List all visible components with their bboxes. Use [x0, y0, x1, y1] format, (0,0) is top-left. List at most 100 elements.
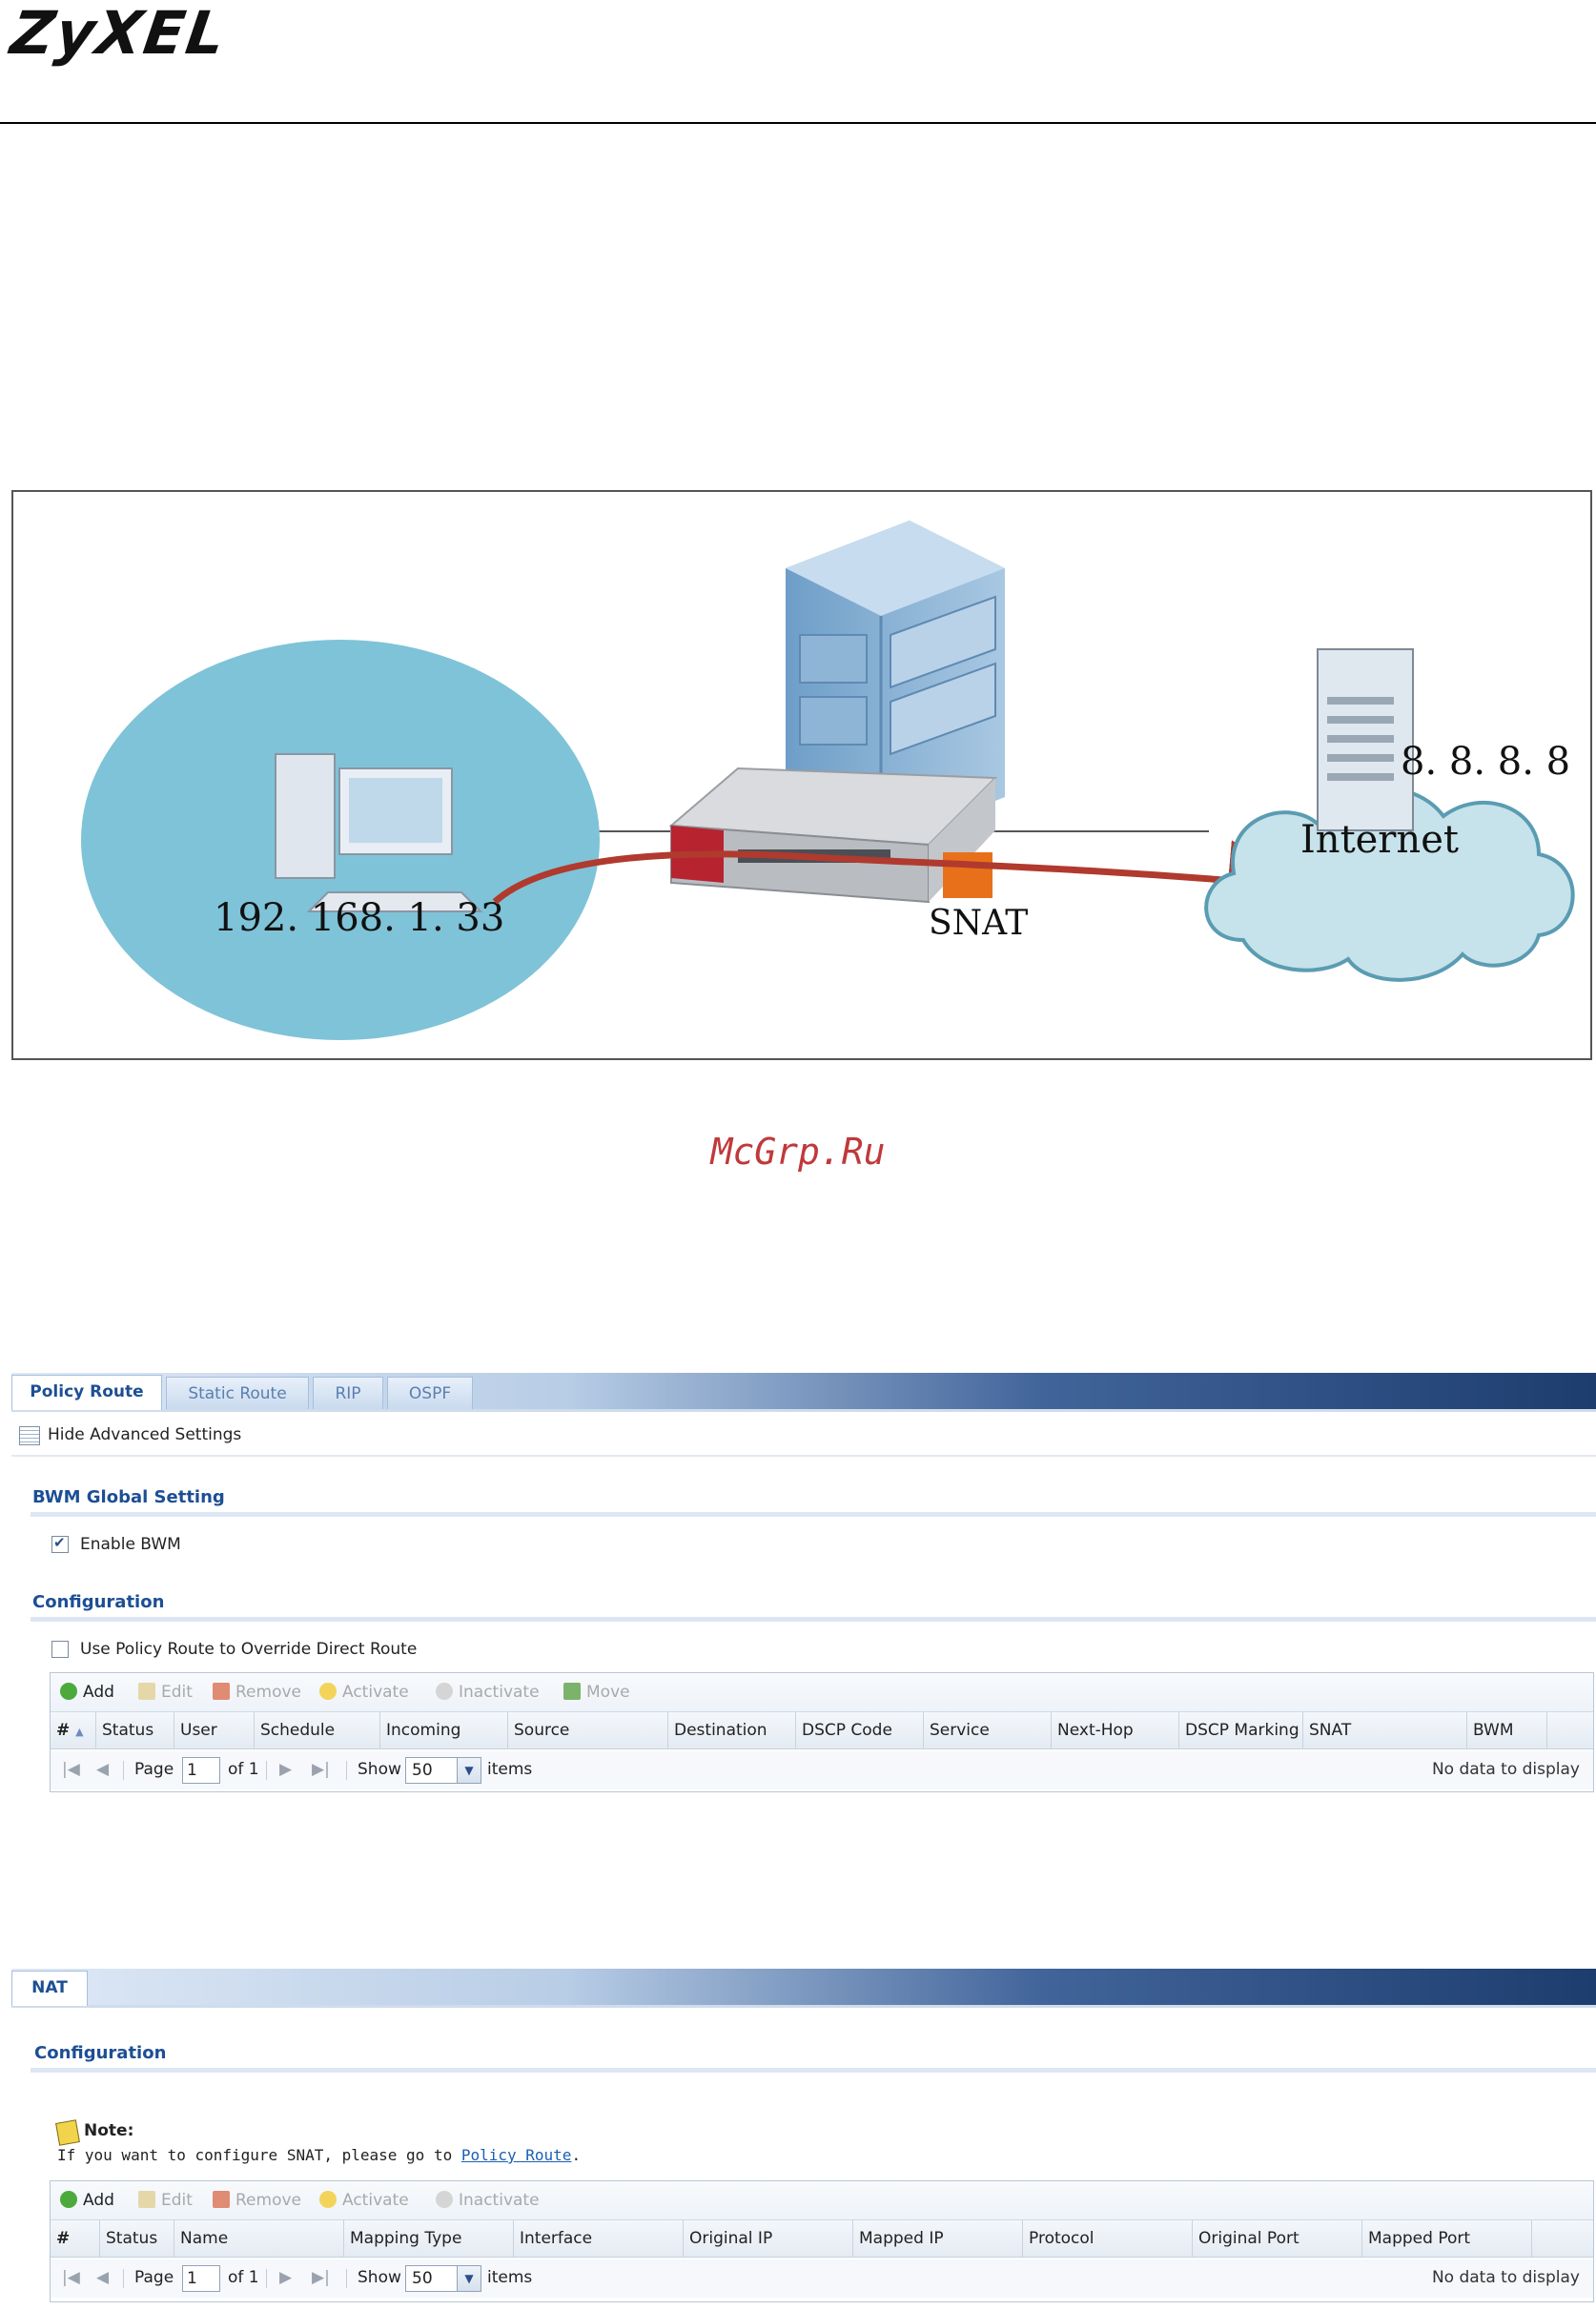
- col-status[interactable]: Status: [96, 1712, 174, 1748]
- computer-icon: [275, 753, 483, 912]
- col-bwm[interactable]: BWM: [1467, 1712, 1547, 1748]
- tab-static-route[interactable]: Static Route: [166, 1377, 309, 1409]
- nat-col-status[interactable]: Status: [100, 2220, 174, 2257]
- pager-separator: [346, 2269, 347, 2288]
- nat-no-data-label: No data to display: [1431, 2268, 1580, 2287]
- server-icon: [1317, 648, 1414, 831]
- tab-nat[interactable]: NAT: [11, 1971, 88, 2006]
- remove-label: Remove: [235, 1683, 301, 1702]
- cloud-icon: [1204, 787, 1575, 982]
- note-message: If you want to configure SNAT, please go…: [57, 2146, 461, 2164]
- nat-config-section-title: Configuration: [34, 2043, 167, 2063]
- col-next-hop[interactable]: Next-Hop: [1052, 1712, 1179, 1748]
- diagram-svg: 192. 168. 1. 33 SNAT: [81, 521, 1575, 1040]
- last-page-icon[interactable]: ▶|: [312, 2268, 330, 2287]
- tab-policy-route[interactable]: Policy Route: [11, 1375, 162, 1410]
- nat-col-mapped-port[interactable]: Mapped Port: [1362, 2220, 1532, 2257]
- next-page-icon[interactable]: ▶: [279, 1760, 293, 1779]
- inactivate-label: Inactivate: [459, 1683, 540, 1702]
- activate-button[interactable]: Activate: [319, 1683, 409, 1702]
- prev-page-icon[interactable]: ◀: [96, 1760, 110, 1779]
- chevron-down-icon: ▼: [457, 1758, 481, 1783]
- col-dscp-marking[interactable]: DSCP Marking: [1179, 1712, 1303, 1748]
- next-page-icon[interactable]: ▶: [279, 2268, 293, 2287]
- nat-panel: NAT Configuration Note: If you want to c…: [11, 1969, 1596, 2308]
- prev-page-icon[interactable]: ◀: [96, 2268, 110, 2287]
- nat-activate-button[interactable]: Activate: [319, 2191, 409, 2210]
- nat-config-section-line: [31, 2068, 1596, 2073]
- nat-toolbar: Add Edit Remove Activate Inactivate: [51, 2181, 1593, 2220]
- nat-tab-bar: NAT: [11, 1969, 1596, 2008]
- add-button[interactable]: Add: [60, 1683, 114, 1702]
- col-dscp-code[interactable]: DSCP Code: [796, 1712, 924, 1748]
- nat-col-name[interactable]: Name: [174, 2220, 344, 2257]
- edit-button[interactable]: Edit: [138, 1683, 193, 1702]
- nat-page-label: Page: [134, 2268, 174, 2287]
- nat-col-protocol[interactable]: Protocol: [1023, 2220, 1193, 2257]
- lightbulb-off-icon: [436, 2191, 453, 2208]
- advanced-settings-toggle[interactable]: Hide Advanced Settings: [48, 1425, 242, 1444]
- nat-col-original-port[interactable]: Original Port: [1193, 2220, 1362, 2257]
- page-count-label: of 1: [228, 1760, 259, 1779]
- col-service[interactable]: Service: [924, 1712, 1052, 1748]
- first-page-icon[interactable]: |◀: [62, 1760, 80, 1779]
- col-user[interactable]: User: [174, 1712, 255, 1748]
- page-size-value: 50: [412, 1761, 433, 1780]
- tab-ospf[interactable]: OSPF: [387, 1377, 473, 1409]
- policy-table-header: # ▲ Status User Schedule Incoming Source…: [51, 1712, 1593, 1749]
- tab-rip[interactable]: RIP: [313, 1377, 383, 1409]
- routing-panel: Policy Route Static Route RIP OSPF Hide …: [11, 1373, 1596, 1792]
- pager-separator: [346, 1761, 347, 1780]
- lightbulb-on-icon: [319, 2191, 337, 2208]
- col-source[interactable]: Source: [508, 1712, 668, 1748]
- config-section-line: [31, 1617, 1596, 1622]
- nat-col-mapped-ip[interactable]: Mapped IP: [853, 2220, 1023, 2257]
- page-input[interactable]: 1: [182, 1757, 220, 1784]
- col-destination[interactable]: Destination: [668, 1712, 796, 1748]
- nat-table-header: # Status Name Mapping Type Interface Ori…: [51, 2220, 1593, 2258]
- enable-bwm-checkbox[interactable]: [51, 1534, 69, 1553]
- policy-route-link[interactable]: Policy Route: [460, 2146, 572, 2164]
- col-snat[interactable]: SNAT: [1303, 1712, 1467, 1748]
- note-text: If you want to configure SNAT, please go…: [57, 2146, 581, 2164]
- bwm-section-title: BWM Global Setting: [32, 1487, 225, 1507]
- col-schedule[interactable]: Schedule: [255, 1712, 380, 1748]
- nat-col-number[interactable]: #: [51, 2220, 100, 2257]
- move-icon: [563, 1683, 581, 1700]
- nat-inactivate-button[interactable]: Inactivate: [436, 2191, 540, 2210]
- nat-pager: |◀ ◀ Page 1 of 1 ▶ ▶| Show 50▼ items No …: [51, 2259, 1593, 2298]
- nat-add-button[interactable]: Add: [60, 2191, 114, 2210]
- list-icon: [19, 1426, 40, 1445]
- nat-col-original-ip[interactable]: Original IP: [684, 2220, 853, 2257]
- nat-grid: Add Edit Remove Activate Inactivate # St…: [50, 2180, 1594, 2302]
- nat-edit-button[interactable]: Edit: [138, 2191, 193, 2210]
- network-diagram: 192. 168. 1. 33 SNAT: [11, 490, 1592, 1060]
- last-page-icon[interactable]: ▶|: [312, 1760, 330, 1779]
- internet-label: Internet: [1300, 818, 1459, 862]
- page-label: Page: [134, 1760, 174, 1779]
- nat-page-size-select[interactable]: 50▼: [405, 2265, 481, 2292]
- snat-marker: [943, 852, 992, 898]
- remove-button[interactable]: Remove: [213, 1683, 301, 1702]
- edit-icon: [138, 1683, 155, 1700]
- page-size-select[interactable]: 50 ▼: [405, 1757, 481, 1784]
- move-button[interactable]: Move: [563, 1683, 630, 1702]
- nat-col-interface[interactable]: Interface: [514, 2220, 684, 2257]
- nat-page-input[interactable]: 1: [182, 2265, 220, 2292]
- lightbulb-off-icon: [436, 1683, 453, 1700]
- lightbulb-on-icon: [319, 1683, 337, 1700]
- note-title: Note:: [84, 2121, 134, 2140]
- nat-add-label: Add: [83, 2191, 114, 2210]
- override-direct-route-checkbox[interactable]: [51, 1641, 69, 1658]
- policy-route-grid: Add Edit Remove Activate Inactivate Move…: [50, 1672, 1594, 1792]
- inactivate-button[interactable]: Inactivate: [436, 1683, 540, 1702]
- move-label: Move: [586, 1683, 630, 1702]
- col-number[interactable]: # ▲: [51, 1712, 96, 1748]
- sort-asc-icon: ▲: [75, 1726, 84, 1738]
- nat-col-mapping-type[interactable]: Mapping Type: [344, 2220, 514, 2257]
- override-direct-route-label: Use Policy Route to Override Direct Rout…: [80, 1640, 418, 1659]
- nat-remove-button[interactable]: Remove: [213, 2191, 301, 2210]
- first-page-icon[interactable]: |◀: [62, 2268, 80, 2287]
- add-icon: [60, 1683, 77, 1700]
- col-incoming[interactable]: Incoming: [380, 1712, 508, 1748]
